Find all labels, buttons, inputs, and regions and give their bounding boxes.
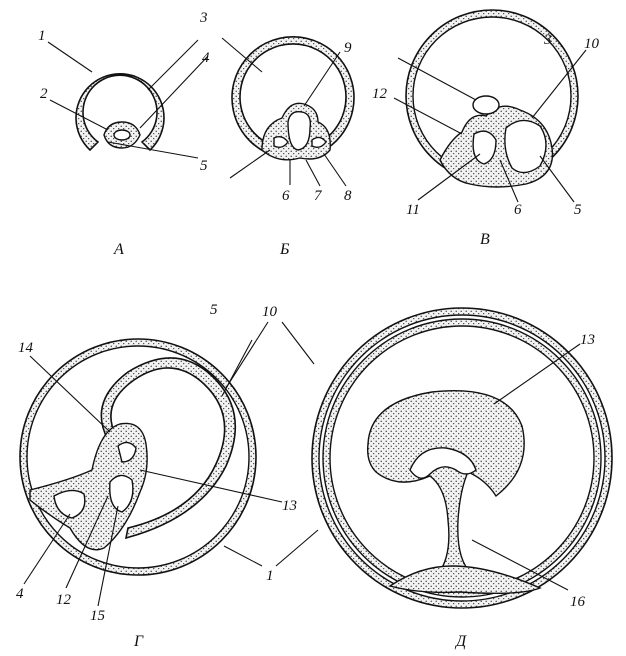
stage-label-v: В bbox=[480, 231, 490, 248]
stage-a-labels: 1 2 3 4 5 bbox=[38, 10, 210, 174]
stage-label-g: Г bbox=[133, 633, 144, 650]
label-16: 16 bbox=[570, 594, 586, 610]
stage-a-figure bbox=[76, 74, 164, 150]
label-5: 5 bbox=[574, 202, 582, 218]
label-1: 1 bbox=[38, 28, 46, 44]
label-15: 15 bbox=[90, 608, 106, 624]
label-10: 10 bbox=[262, 304, 278, 320]
label-5: 5 bbox=[200, 158, 208, 174]
label-7: 7 bbox=[314, 188, 323, 204]
label-13: 13 bbox=[282, 498, 297, 514]
stage-v-figure bbox=[406, 10, 578, 187]
label-6: 6 bbox=[282, 188, 290, 204]
label-9: 9 bbox=[344, 40, 352, 56]
label-3: 3 bbox=[199, 10, 208, 26]
stage-label-d: Д bbox=[454, 633, 467, 650]
label-4: 4 bbox=[202, 50, 210, 66]
label-10: 10 bbox=[584, 36, 600, 52]
label-2: 2 bbox=[40, 86, 48, 102]
label-12: 12 bbox=[372, 86, 388, 102]
label-3: 3 bbox=[543, 32, 552, 48]
label-8: 8 bbox=[344, 188, 352, 204]
label-1: 1 bbox=[266, 568, 274, 584]
label-5: 5 bbox=[210, 302, 218, 318]
label-13: 13 bbox=[580, 332, 595, 348]
stage-label-a: А bbox=[113, 241, 124, 258]
stage-label-b: Б bbox=[279, 241, 290, 258]
stage-b-figure bbox=[232, 37, 354, 160]
stage-g-figure bbox=[20, 339, 256, 575]
label-12: 12 bbox=[56, 592, 72, 608]
label-6: 6 bbox=[514, 202, 522, 218]
label-11: 11 bbox=[406, 202, 420, 218]
label-14: 14 bbox=[18, 340, 34, 356]
label-4: 4 bbox=[16, 586, 24, 602]
